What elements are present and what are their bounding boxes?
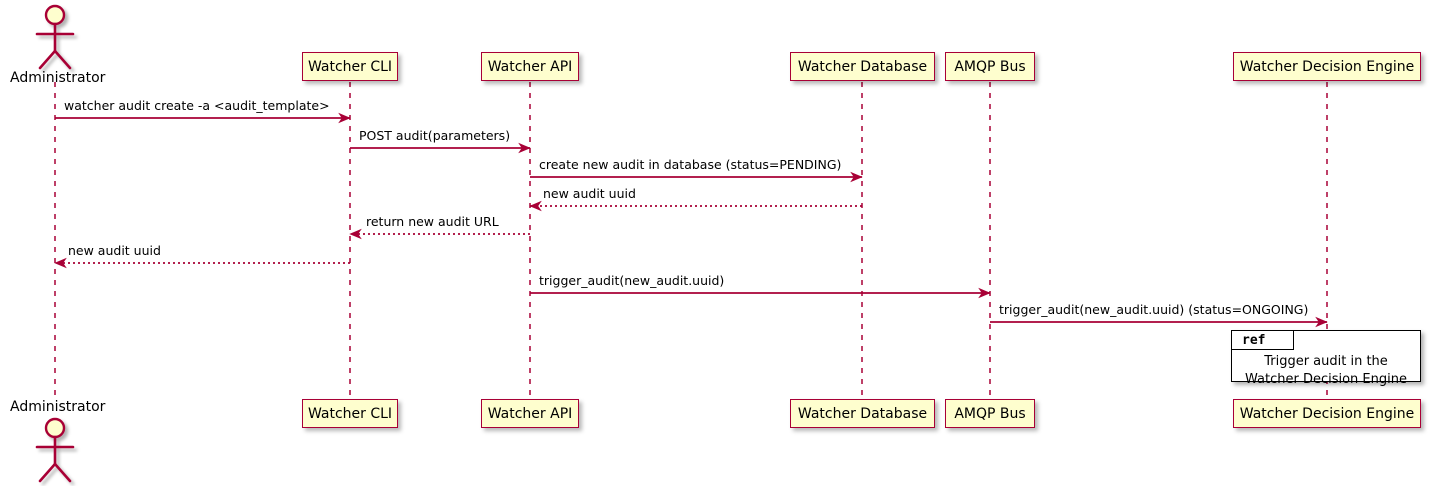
message-arrow-4 <box>529 200 862 212</box>
ref-fragment-tab <box>1232 331 1294 350</box>
actor-administrator-figure-bottom-leg-left <box>38 462 57 483</box>
message-label-8: trigger_audit(new_audit.uuid) (status=ON… <box>999 302 1309 317</box>
participant-watcher-database-top[interactable]: Watcher Database <box>790 52 935 81</box>
message-label-5: return new audit URL <box>366 214 499 229</box>
message-label-3: create new audit in database (status=PEN… <box>539 157 842 172</box>
message-arrowhead-1 <box>338 112 351 124</box>
actor-administrator-figure-top-leg-left <box>38 49 57 70</box>
message-arrowhead-6 <box>54 257 67 269</box>
actor-administrator-figure-top <box>35 4 75 70</box>
actor-administrator-label-top: Administrator <box>10 70 106 86</box>
message-arrowhead-3 <box>850 171 863 183</box>
actor-administrator-figure-bottom <box>35 417 75 483</box>
actor-administrator-figure-bottom-leg-right <box>53 462 72 483</box>
participant-watcher-database-bottom[interactable]: Watcher Database <box>790 399 935 428</box>
message-label-7: trigger_audit(new_audit.uuid) <box>539 273 725 288</box>
message-arrow-1 <box>55 112 351 124</box>
ref-fragment-operator-label: ref <box>1242 333 1266 348</box>
message-arrowhead-8 <box>1315 316 1328 328</box>
participant-amqp-bus-top[interactable]: AMQP Bus <box>945 52 1035 81</box>
message-arrow-3 <box>530 171 863 183</box>
message-arrow-8 <box>990 316 1328 328</box>
ref-fragment-body: Trigger audit in the Watcher Decision En… <box>1232 353 1420 388</box>
message-arrow-7 <box>530 287 991 299</box>
ref-fragment[interactable]: ref Trigger audit in the Watcher Decisio… <box>1231 330 1421 387</box>
message-arrowhead-4 <box>529 200 542 212</box>
message-arrow-6 <box>54 257 350 269</box>
message-arrowhead-7 <box>978 287 991 299</box>
message-arrowhead-5 <box>349 228 362 240</box>
message-label-4: new audit uuid <box>543 186 636 201</box>
message-arrowhead-2 <box>518 142 531 154</box>
participant-watcher-cli-top[interactable]: Watcher CLI <box>302 52 398 81</box>
message-arrow-5 <box>349 228 530 240</box>
participant-watcher-decision-engine-top[interactable]: Watcher Decision Engine <box>1233 52 1421 81</box>
message-label-2: POST audit(parameters) <box>359 128 511 143</box>
ref-fragment-line-2: Watcher Decision Engine <box>1245 371 1407 387</box>
participant-watcher-api-top[interactable]: Watcher API <box>481 52 579 81</box>
message-label-6: new audit uuid <box>68 243 161 258</box>
actor-administrator-figure-top-head <box>44 4 66 26</box>
message-arrow-2 <box>350 142 531 154</box>
participant-watcher-api-bottom[interactable]: Watcher API <box>481 399 579 428</box>
ref-fragment-line-1: Trigger audit in the <box>1264 354 1388 369</box>
actor-administrator-figure-bottom-head <box>44 417 66 439</box>
actor-administrator-label-bottom: Administrator <box>10 399 106 415</box>
participant-amqp-bus-bottom[interactable]: AMQP Bus <box>945 399 1035 428</box>
participant-watcher-cli-bottom[interactable]: Watcher CLI <box>302 399 398 428</box>
participant-watcher-decision-engine-bottom[interactable]: Watcher Decision Engine <box>1233 399 1421 428</box>
actor-administrator-figure-top-leg-right <box>53 49 72 70</box>
message-label-1: watcher audit create -a <audit_template> <box>64 98 330 113</box>
